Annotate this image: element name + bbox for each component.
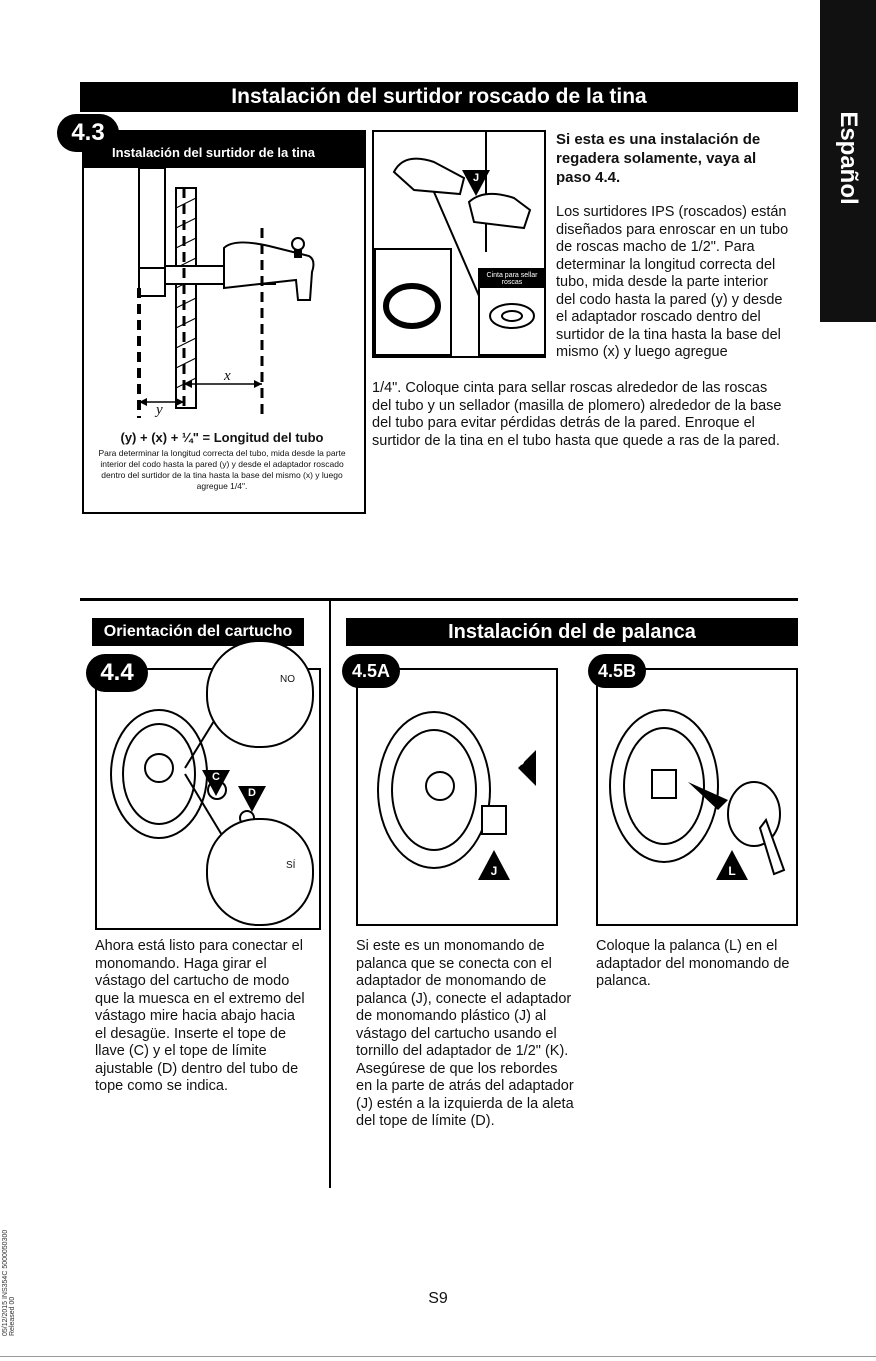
lever-adapter-panel [356, 668, 558, 926]
label-c: C [212, 771, 220, 783]
formula-caption: Para determinar la longitud correcta del… [98, 448, 346, 491]
side-tab-label: Español [835, 111, 862, 205]
bottom-rule [0, 1356, 876, 1357]
lever-adapter-text: Si este es un monomando de palanca que s… [356, 938, 574, 1129]
section-divider [80, 598, 798, 601]
step-badge-4-5a: 4.5A [342, 654, 400, 688]
si-label: SÍ [286, 860, 296, 871]
length-formula: (y) + (x) + ¼" = Longitud del tubo [120, 430, 324, 445]
side-tab: Español [820, 0, 876, 322]
label-j-45a: J [490, 864, 498, 878]
spout-diagram-panel: Instalación del surtidor de la tina [82, 130, 366, 514]
label-j-marker-45a [478, 850, 510, 880]
tape-inset: Cinta para sellar roscas [478, 268, 546, 356]
column-divider [329, 600, 331, 1188]
tape-inset-art [489, 303, 535, 329]
lever-handle-art [609, 709, 786, 876]
label-l: L [728, 864, 736, 878]
no-label: NO [280, 674, 295, 685]
label-d-45a: D [516, 754, 525, 768]
step-badge-4-4: 4.4 [86, 654, 148, 692]
lever-adapter-art [377, 711, 507, 869]
step-badge-4-5b: 4.5B [588, 654, 646, 688]
tape-label: Cinta para sellar roscas [480, 270, 544, 288]
si-callout: SÍ [206, 818, 314, 926]
label-d-marker [238, 786, 266, 812]
shower-only-note: Si esta es una instalación de regadera s… [556, 131, 761, 186]
label-j-marker [462, 170, 490, 196]
step-badge-4-3: 4.3 [57, 114, 119, 152]
section-header-spout: Instalación del surtidor roscado de la t… [80, 82, 798, 112]
lever-handle-text: Coloque la palanca (L) en el adaptador d… [596, 938, 790, 989]
label-l-marker [716, 850, 748, 880]
section-header-cartridge: Orientación del cartucho [92, 618, 304, 646]
spout-text-1: Los surtidores IPS (roscados) están dise… [556, 204, 789, 360]
dim-x-label: x [224, 368, 231, 384]
page-number: S9 [428, 1290, 448, 1307]
panel-title: Instalación del surtidor de la tina [84, 132, 364, 168]
spout-inset [374, 248, 452, 356]
section-header-lever: Instalación del de palanca [346, 618, 798, 646]
spout-inset-art [383, 283, 441, 329]
label-j: J [472, 172, 480, 184]
spout-dimension-diagram [137, 168, 315, 418]
lever-handle-panel [596, 668, 798, 926]
margin-code: 05/12/2015 INS354C 5000050300 Released 0… [2, 1229, 16, 1336]
spout-text-2: 1/4". Coloque cinta para sellar roscas a… [372, 380, 782, 449]
label-c-marker [202, 770, 230, 796]
cartridge-text: Ahora está listo para conectar el monoma… [95, 938, 305, 1094]
label-d: D [248, 787, 256, 799]
label-d-marker-45a [500, 750, 536, 786]
cartridge-diagram-art [110, 699, 255, 861]
spout-illustration-art [392, 132, 532, 313]
dim-y-label: y [156, 402, 163, 418]
spout-install-illustration: Cinta para sellar roscas [372, 130, 546, 358]
no-callout: NO [206, 640, 314, 748]
